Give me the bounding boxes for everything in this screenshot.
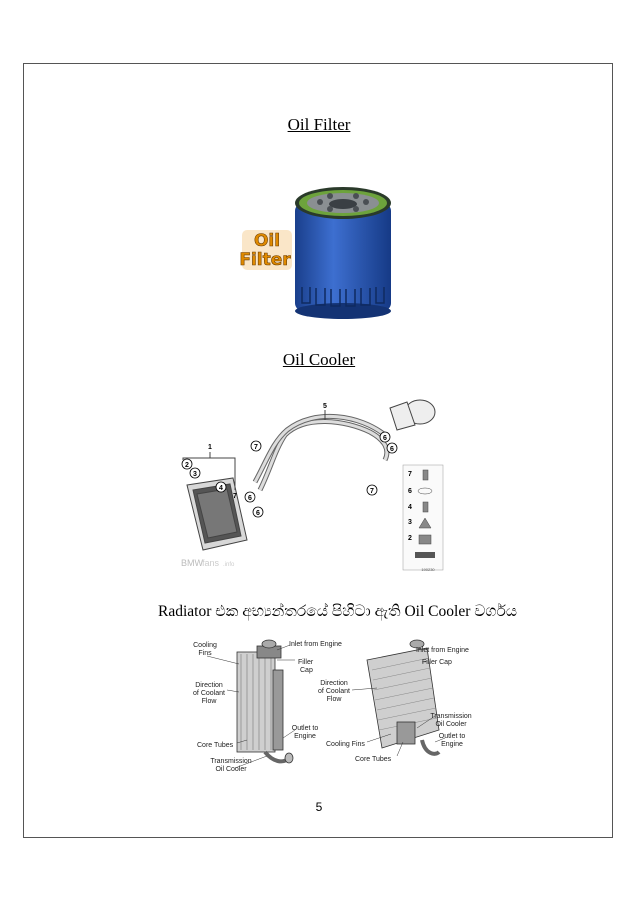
part-number-labels: 1 2 3 4 5 6 6 6 6 7 7 7 [185,403,394,517]
oil-filter-badge-line1: Oil [254,231,280,251]
watermark-suffix: .info [223,562,235,568]
label-transmission-oil-cooler: Oil Cooler [435,721,467,728]
part-number: 2 [185,462,189,469]
legend-number: 4 [408,504,412,511]
oil-filter-heading: Oil Filter [287,115,351,134]
label-outlet-to-engine: Outlet to [292,725,319,732]
part-number: 5 [323,403,327,410]
legend-number: 7 [408,471,412,478]
part-number: 6 [256,510,260,517]
label-core-tubes: Core Tubes [355,756,392,763]
label-cooling-fins: Cooling [193,642,217,649]
radiator-diagram: Cooling Fins Inlet from Engine Filler Ca… [193,639,472,773]
label-filler-cap: Cap [300,667,313,674]
label-direction-of-coolant-flow: of Coolant [193,690,225,697]
label-transmission-oil-cooler: Oil Cooler [215,766,247,773]
legend-number: 6 [408,488,412,495]
label-inlet-from-engine: Inlet from Engine [289,641,342,648]
page-number: 5 [315,800,323,814]
label-filler-cap: Filler [298,659,314,666]
watermark-brand: BMW [181,558,204,568]
label-inlet-from-engine: Inlet from Engine [416,647,469,654]
label-transmission-oil-cooler: Transmission [210,758,251,765]
part-number: 6 [248,495,252,502]
label-direction-of-coolant-flow: Direction [195,682,223,689]
part-number: 7 [370,488,374,495]
part-number: 4 [219,485,223,492]
part-number: 7 [254,444,258,451]
radiator-caption: Radiator එක අභ්‍යන්තරයේ පිහිටා ඇති Oil C… [158,603,517,620]
watermark-name: fans [202,558,220,568]
label-cooling-fins: Cooling Fins [326,741,365,748]
label-direction-of-coolant-flow: Direction [320,680,348,687]
part-number: 6 [383,435,387,442]
label-cooling-fins: Fins [198,650,212,657]
oil-filter-badge-line2: Filter [239,250,291,270]
part-number: 3 [193,471,197,478]
legend-number: 3 [408,519,412,526]
oil-cooler-heading: Oil Cooler [282,350,356,369]
part-number: 1 [208,444,212,451]
label-transmission-oil-cooler: Transmission [430,713,471,720]
label-filler-cap: Filler Cap [422,659,452,666]
label-outlet-to-engine: Engine [294,733,316,740]
label-direction-of-coolant-flow: of Coolant [318,688,350,695]
oil-cooler-diagram: 1 2 3 4 5 6 6 6 6 7 7 7 7 6 4 3 2 190230… [181,399,444,572]
label-direction-of-coolant-flow: Flow [327,696,343,703]
label-outlet-to-engine: Engine [441,741,463,748]
label-core-tubes: Core Tubes [197,742,234,749]
legend-number: 2 [408,535,412,542]
part-number: 7 [233,493,237,500]
oil-filter-image: Oil Filter [239,187,391,319]
page-border [23,63,613,838]
image-code: 190230 [421,567,435,572]
label-outlet-to-engine: Outlet to [439,733,466,740]
label-direction-of-coolant-flow: Flow [202,698,218,705]
part-number: 6 [390,446,394,453]
